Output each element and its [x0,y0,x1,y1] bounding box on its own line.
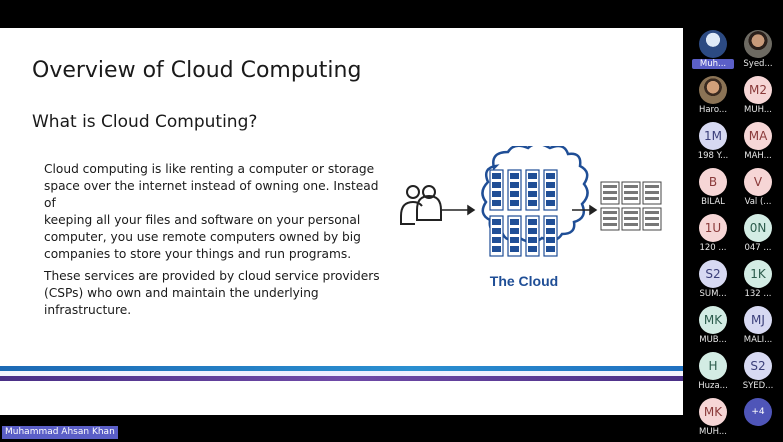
participant-tile[interactable]: Syed... [735,24,781,72]
slide-subtitle: What is Cloud Computing? [32,112,258,132]
more-participants-tile[interactable]: +4 [735,392,781,440]
arrow-right-icon [442,204,476,216]
participant-name: 047 ... [744,243,772,253]
presentation-slide: Overview of Cloud Computing What is Clou… [0,28,683,415]
paragraph-line: keeping all your files and software on y… [44,213,361,227]
participant-avatar: S2 [744,352,772,380]
participant-avatar: V [744,168,772,196]
users-icon [400,185,442,225]
participant-avatar: MA [744,122,772,150]
participant-avatar [699,76,727,104]
presenter-name-label: Muhammad Ahsan Khan [2,426,118,439]
participant-name: Syed... [743,59,773,69]
more-participants-button[interactable]: +4 [744,398,772,426]
datacenter-icon [600,181,662,231]
participant-avatar: H [699,352,727,380]
participant-avatar: 0N [744,214,772,242]
participant-avatar [699,30,727,58]
participant-avatar [744,30,772,58]
cloud-diagram: The Cloud [398,142,668,296]
participant-name: MUH... [744,105,772,115]
participant-name: Huza... [698,381,728,391]
arrow-right-icon [572,204,598,216]
participant-name: MAH... [744,151,772,161]
participant-name: 120 ... [699,243,727,253]
participant-avatar: MJ [744,306,772,334]
participant-name: Val (... [744,197,772,207]
participant-tile[interactable]: Haro... [690,70,736,118]
participant-avatar: 1K [744,260,772,288]
participant-avatar: M2 [744,76,772,104]
participant-tile[interactable]: Muh... [690,24,736,72]
participant-avatar: 1M [699,122,727,150]
participant-name: MUB... [699,335,727,345]
slide-title: Overview of Cloud Computing [32,58,362,83]
slide-footer-stripe-purple [0,376,683,381]
participant-name: 132 ... [744,289,772,299]
paragraph-line: infrastructure. [44,303,132,317]
participant-name: SYED... [742,381,774,391]
participant-name: MALI... [743,335,773,345]
participant-name: BILAL [701,197,725,207]
server-slots [492,173,555,252]
participant-avatar: 1U [699,214,727,242]
slide-footer-stripe-glow [0,371,683,376]
participant-name: MUH... [699,427,727,437]
participant-name: Haro... [698,105,728,115]
paragraph-line: companies to store your things and run p… [44,247,352,261]
participant-name: Muh... [692,59,734,69]
participant-name: 198 Y... [697,151,729,161]
slide-paragraph-2: These services are provided by cloud ser… [44,268,384,319]
paragraph-line: space over the internet instead of ownin… [44,179,379,210]
datacenter-slots [603,185,659,226]
participant-name: SUM... [699,289,727,299]
slide-footer-stripe-blue [0,366,683,371]
paragraph-line: Cloud computing is like renting a comput… [44,162,375,176]
paragraph-line: computer, you use remote computers owned… [44,230,361,244]
participant-avatar: MK [699,306,727,334]
participant-avatar: MK [699,398,727,426]
participant-avatar: B [699,168,727,196]
participant-avatar: S2 [699,260,727,288]
paragraph-line: (CSPs) who own and maintain the underlyi… [44,286,319,300]
paragraph-line: These services are provided by cloud ser… [44,269,380,283]
slide-paragraph-1: Cloud computing is like renting a comput… [44,161,384,263]
cloud-diagram-svg: The Cloud [400,142,662,289]
cloud-label: The Cloud [490,273,558,289]
